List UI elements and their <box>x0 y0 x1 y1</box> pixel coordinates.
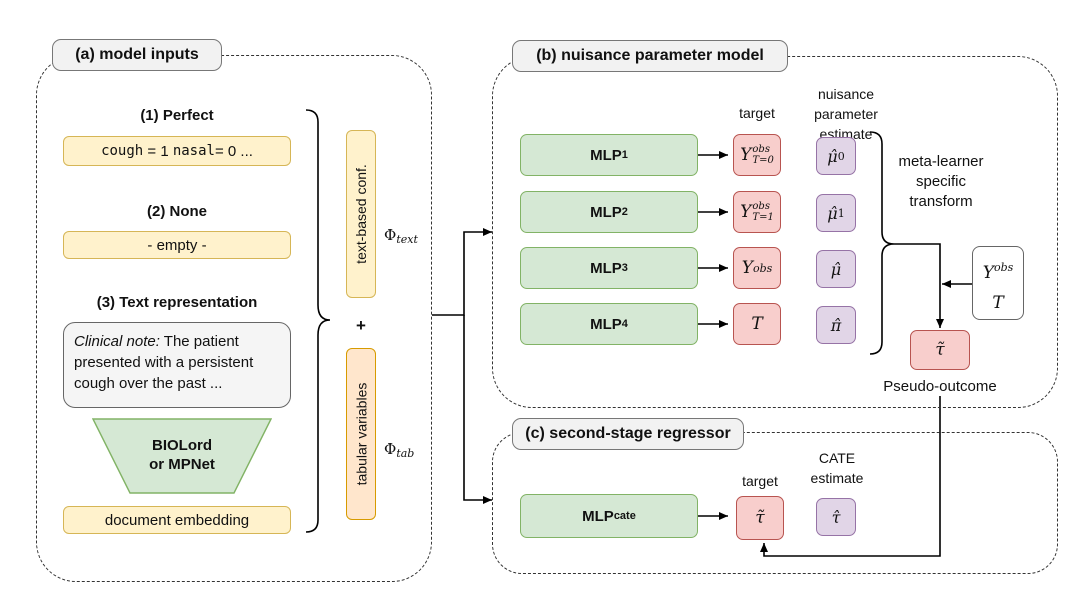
text-representation-heading: (3) Text representation <box>96 294 258 311</box>
phi-tab-subscript: tab <box>396 447 415 460</box>
mlp-1-index: 1 <box>621 149 628 161</box>
estimate-mu0-sub: 0 <box>837 149 845 163</box>
transform-arrow <box>894 243 944 328</box>
tabular-variables-label: tabular variables <box>353 382 370 486</box>
phi-tab-label: Φtab <box>384 440 414 460</box>
pseudo-outcome-arrow <box>760 396 941 557</box>
y-obs-sup: obs <box>993 261 1014 274</box>
text-based-conf-box: text-based conf. <box>346 130 376 298</box>
empty-box: - empty - <box>63 231 291 259</box>
estimate-mu0-base: μ̂ <box>827 146 838 166</box>
mlp-3-index: 3 <box>621 262 628 274</box>
text-based-conf-label: text-based conf. <box>353 164 369 264</box>
pseudo-outcome-label: Pseudo-outcome <box>883 378 997 395</box>
estimate-pi-box: π̂ <box>816 306 856 344</box>
mlp-2-name: MLP <box>590 203 622 221</box>
clinical-note-box: Clinical note: The patient presented wit… <box>63 322 291 408</box>
mlp-2-index: 2 <box>621 206 628 218</box>
estimate-mu1-sub: 1 <box>837 206 845 220</box>
target-y-t0-sup: obs <box>752 144 770 155</box>
transform-label: meta-learner specific transform <box>898 153 984 210</box>
mlp-cate-name: MLP <box>582 507 614 525</box>
inputs-to-nuisance-arrow <box>432 228 492 316</box>
y-obs-base: Y <box>982 263 994 283</box>
cough-variable: cough <box>101 143 144 159</box>
phi-text-label: Φtext <box>384 226 418 246</box>
second-stage-target-header: target <box>742 473 778 489</box>
mlp-1-name: MLP <box>590 146 622 164</box>
encoder-name-biolord: BIOLord <box>152 437 212 454</box>
encoder-label: BIOLord or MPNet <box>92 436 272 474</box>
mlp-4-index: 4 <box>621 318 628 330</box>
target-y-t0-sub: T=0 <box>752 155 774 166</box>
estimate-mu1-box: μ̂1 <box>816 194 856 232</box>
none-heading: (2) None <box>147 203 207 220</box>
perfect-heading: (1) Perfect <box>140 107 214 124</box>
target-y-t1-sup: obs <box>752 201 770 212</box>
nuisance-model-tag: (b) nuisance parameter model <box>512 40 788 72</box>
target-t-box: T <box>733 303 781 345</box>
mlp-cate-index: cate <box>613 510 636 522</box>
model-inputs-panel <box>36 55 432 582</box>
target-y-t1-base: Y <box>740 202 752 222</box>
estimate-mu-box: μ̂ <box>816 250 856 288</box>
nasal-value: = 0 ... <box>214 142 253 160</box>
cate-estimate-box: τ̂ <box>816 498 856 536</box>
second-stage-tag: (c) second-stage regressor <box>512 418 744 450</box>
inputs-to-second-stage-arrow <box>463 315 492 504</box>
cate-estimate-header: CATE estimate <box>810 450 864 486</box>
y-t-input-box: Yobs T <box>972 246 1024 320</box>
plus-sign: + <box>356 316 366 335</box>
target-y-base: Y <box>741 258 753 278</box>
target-y-sup: obs <box>752 261 773 275</box>
estimate-mu1-base: μ̂ <box>827 203 838 223</box>
target-y-t1-sub: T=1 <box>752 212 774 223</box>
mlp-4-name: MLP <box>590 315 622 333</box>
target-t-base: T <box>751 314 763 334</box>
estimate-mu0-box: μ̂0 <box>816 137 856 175</box>
encoder-name-mpnet: or MPNet <box>149 456 215 473</box>
estimate-pi-base: π̂ <box>830 315 842 335</box>
document-embedding-box: document embedding <box>63 506 291 534</box>
nasal-variable: nasal <box>172 143 215 159</box>
estimate-mu-base: μ̂ <box>830 259 842 279</box>
nuisance-target-header: target <box>739 105 775 121</box>
clinical-note-label: Clinical note: <box>74 333 160 350</box>
second-stage-target-box: τ̃ <box>736 496 784 540</box>
nuisance-estimate-header: nuisance parameter estimate <box>814 86 878 142</box>
t-symbol: T <box>992 293 1004 313</box>
perfect-variables-box: cough = 1 nasal = 0 ... <box>63 136 291 166</box>
model-inputs-tag: (a) model inputs <box>52 39 222 71</box>
clinical-note-text: The patient presented with a persistent … <box>74 333 254 392</box>
phi-text-subscript: text <box>396 233 418 246</box>
cough-value: = 1 <box>143 142 173 160</box>
encoder-trapezoid <box>92 418 272 494</box>
mlp-3-name: MLP <box>590 259 622 277</box>
y-obs-symbol: Yobs <box>973 253 1023 288</box>
pseudo-outcome-box: τ̃ <box>910 330 970 370</box>
second-stage-panel <box>492 432 1058 574</box>
tabular-variables-box: tabular variables <box>346 348 376 520</box>
target-y-t0-base: Y <box>740 145 752 165</box>
text-conf-brace <box>305 109 331 533</box>
phi-text-symbol: Φ <box>384 226 397 244</box>
phi-tab-symbol: Φ <box>384 440 397 458</box>
